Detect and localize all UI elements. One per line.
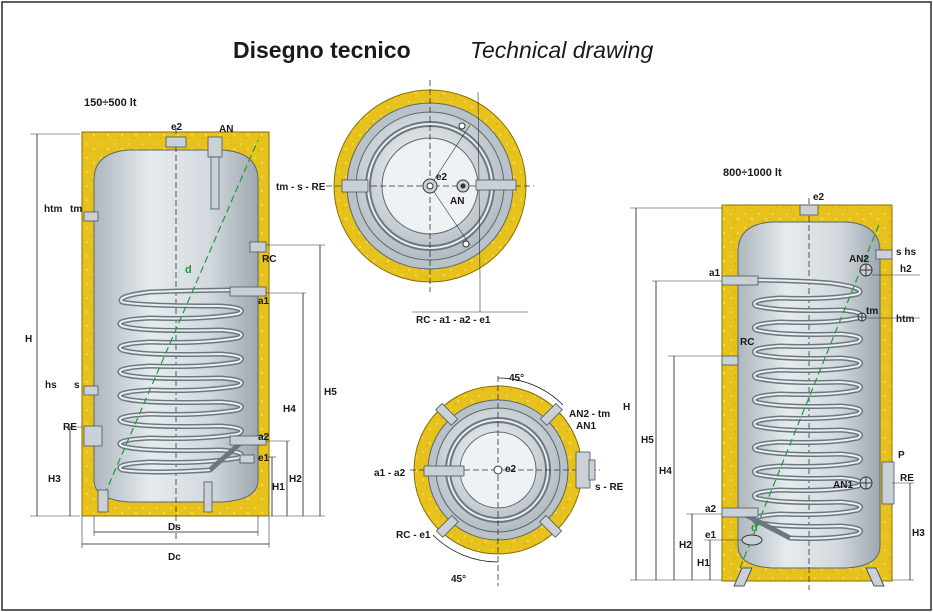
small-tank-label-h: H	[25, 334, 32, 345]
small-tank-label-s: s	[74, 380, 80, 391]
small-tank-label-e2: e2	[171, 122, 183, 133]
small-tank-capacity: 150÷500 lt	[84, 97, 137, 109]
large-tank-label-re: RE	[900, 473, 914, 484]
small-tank-bottom-drain	[203, 481, 213, 513]
small-tank-label-h1: H1	[272, 482, 285, 493]
small-tank-fitting-re	[83, 425, 103, 447]
top-view-drawing: tm - s - RE e2 AN RC - a1 - a2 - e1	[276, 80, 534, 326]
large-tank-drawing: 800÷1000 lt d e2	[623, 167, 925, 590]
large-tank-label-p: P	[898, 450, 905, 461]
small-tank-fitting-a2	[229, 435, 267, 446]
small-tank-label-htm: htm	[44, 204, 62, 215]
small-tank-label-h2: H2	[289, 474, 302, 485]
title-italian: Disegno tecnico	[233, 37, 411, 63]
section-view-drawing: 45° 45° AN2 - tm AN1 a1 - a2 e2 s - RE R…	[374, 373, 624, 586]
large-tank-fitting-e1	[741, 534, 763, 546]
top-view-label-an: AN	[450, 196, 464, 207]
large-tank-capacity: 800÷1000 lt	[723, 167, 782, 179]
small-tank-label-e1: e1	[258, 453, 270, 464]
large-tank-label-h3: H3	[912, 528, 925, 539]
large-tank-label-d: d	[751, 522, 758, 534]
small-tank-label-h3: H3	[48, 474, 61, 485]
top-view-label-e2: e2	[436, 172, 448, 183]
section-view-label-an2-tm: AN2 - tm	[569, 409, 610, 420]
small-tank-label-hs: hs	[45, 380, 57, 391]
section-view-label-angle-top: 45°	[509, 373, 524, 384]
small-tank-label-dc: Dc	[168, 552, 181, 563]
small-tank-drawing: 150÷500 lt d e2 AN htm	[25, 97, 337, 563]
large-tank-label-e2: e2	[813, 192, 825, 203]
large-tank-label-a1: a1	[709, 268, 721, 279]
small-tank-label-rc: RC	[262, 254, 276, 265]
small-tank-label-a2: a2	[258, 432, 270, 443]
large-tank-label-a2: a2	[705, 504, 717, 515]
section-view-label-rc-e1: RC - e1	[396, 530, 431, 541]
large-tank-label-h5: H5	[641, 435, 654, 446]
section-view-label-s-re: s - RE	[595, 482, 624, 493]
large-tank-fitting-rc	[721, 355, 739, 366]
large-tank-label-an1: AN1	[833, 480, 853, 491]
large-tank-label-h2: H2	[679, 540, 692, 551]
small-tank-label-d: d	[185, 264, 192, 276]
large-tank-label-e1: e1	[705, 530, 717, 541]
small-tank-fitting-a1	[229, 286, 267, 297]
large-tank-label-h4: H4	[659, 466, 672, 477]
large-tank-diagonal	[739, 221, 881, 569]
section-view-label-an1: AN1	[576, 421, 596, 432]
large-tank-label-tm: tm	[866, 306, 878, 317]
large-tank-fitting-e2	[799, 204, 819, 216]
small-tank-fitting-rc	[249, 241, 267, 253]
large-tank-fitting-a2	[721, 507, 759, 518]
small-tank-label-a1: a1	[258, 296, 270, 307]
small-tank-label-h5: H5	[324, 387, 337, 398]
small-tank-anode	[210, 156, 220, 210]
large-tank-label-h: H	[623, 402, 630, 413]
large-tank-label-htm: htm	[896, 314, 914, 325]
large-tank-fitting-a1	[721, 275, 759, 286]
top-view-label-tm-s-re: tm - s - RE	[276, 182, 326, 193]
top-view-label-rc-a1-a2-e1: RC - a1 - a2 - e1	[416, 315, 491, 326]
large-tank-label-s-hs: s hs	[896, 247, 916, 258]
small-tank-fitting-e2	[165, 136, 187, 148]
section-view-label-a1-a2: a1 - a2	[374, 468, 406, 479]
small-tank-label-h4: H4	[283, 404, 296, 415]
small-tank-label-an: AN	[219, 124, 233, 135]
large-tank-label-an2: AN2	[849, 254, 869, 265]
large-tank-label-h2-small: h2	[900, 264, 912, 275]
large-tank-label-rc: RC	[740, 337, 754, 348]
small-tank-fitting-tm	[83, 211, 99, 222]
small-tank-fitting-e1	[239, 454, 255, 464]
small-tank-fitting-s	[83, 385, 99, 396]
small-tank-label-ds: Ds	[168, 522, 181, 533]
large-tank-fitting-s	[875, 249, 893, 260]
small-tank-diagonal	[99, 139, 259, 506]
section-view-label-e2: e2	[505, 464, 517, 475]
small-tank-label-tm: tm	[70, 204, 82, 215]
title-english: Technical drawing	[470, 37, 653, 63]
large-tank-label-h1: H1	[697, 558, 710, 569]
section-view-label-angle-bottom: 45°	[451, 574, 466, 585]
